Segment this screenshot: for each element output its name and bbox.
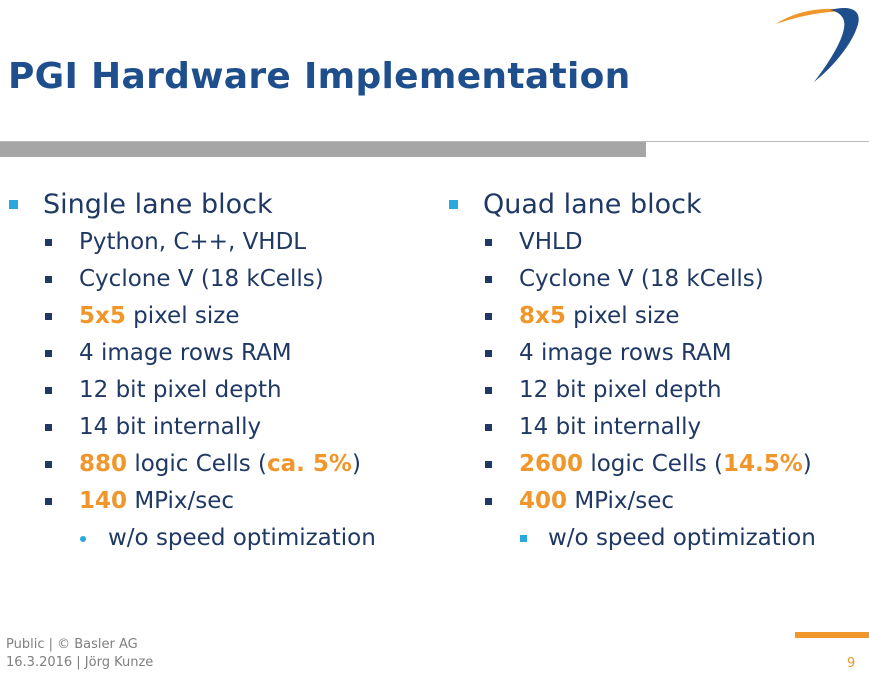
list-item: 400 MPix/sec xyxy=(440,483,869,520)
page-number: 9 xyxy=(847,656,856,671)
square-bullet-icon xyxy=(45,424,52,431)
list-item: Python, C++, VHDL xyxy=(0,224,430,261)
square-bullet-icon xyxy=(485,498,492,505)
dot-bullet-icon xyxy=(80,536,86,542)
list-item: 12 bit pixel depth xyxy=(440,372,869,409)
slide-title: PGI Hardware Implementation xyxy=(8,56,631,97)
list-item: w/o speed optimization xyxy=(0,520,430,557)
square-bullet-icon xyxy=(45,498,52,505)
list-item: 140 MPix/sec xyxy=(0,483,430,520)
square-bullet-icon xyxy=(485,313,492,320)
page-number-bar xyxy=(795,632,869,638)
square-bullet-icon xyxy=(485,239,492,246)
square-bullet-icon xyxy=(45,313,52,320)
list-item: 4 image rows RAM xyxy=(0,335,430,372)
square-bullet-icon xyxy=(485,350,492,357)
square-bullet-icon xyxy=(485,276,492,283)
title-divider-line xyxy=(0,141,869,142)
square-bullet-icon xyxy=(9,200,18,209)
quad-lane-column: Quad lane block VHLD Cyclone V (18 kCell… xyxy=(440,186,869,557)
list-item: 2600 logic Cells (14.5%) xyxy=(440,446,869,483)
list-item: Cyclone V (18 kCells) xyxy=(0,261,430,298)
list-item: 880 logic Cells (ca. 5%) xyxy=(0,446,430,483)
square-bullet-icon xyxy=(449,200,458,209)
square-bullet-icon xyxy=(485,424,492,431)
list-item: Single lane block xyxy=(0,186,430,224)
square-bullet-icon xyxy=(45,239,52,246)
square-bullet-icon xyxy=(485,387,492,394)
list-item: Quad lane block xyxy=(440,186,869,224)
title-divider-bar xyxy=(0,142,646,157)
square-bullet-icon xyxy=(485,461,492,468)
list-item: VHLD xyxy=(440,224,869,261)
square-bullet-icon xyxy=(45,387,52,394)
single-lane-column: Single lane block Python, C++, VHDL Cycl… xyxy=(0,186,430,557)
square-bullet-icon xyxy=(520,535,527,542)
list-item: 4 image rows RAM xyxy=(440,335,869,372)
list-item: 8x5 pixel size xyxy=(440,298,869,335)
footer-date-author: 16.3.2016 | Jörg Kunze xyxy=(6,655,154,670)
list-item: 12 bit pixel depth xyxy=(0,372,430,409)
basler-logo-icon xyxy=(776,8,859,82)
square-bullet-icon xyxy=(45,461,52,468)
list-item: w/o speed optimization xyxy=(440,520,869,557)
list-item: 5x5 pixel size xyxy=(0,298,430,335)
list-item: 14 bit internally xyxy=(0,409,430,446)
square-bullet-icon xyxy=(45,276,52,283)
list-item: Cyclone V (18 kCells) xyxy=(440,261,869,298)
list-item: 14 bit internally xyxy=(440,409,869,446)
footer-classification: Public | © Basler AG xyxy=(6,637,138,652)
square-bullet-icon xyxy=(45,350,52,357)
